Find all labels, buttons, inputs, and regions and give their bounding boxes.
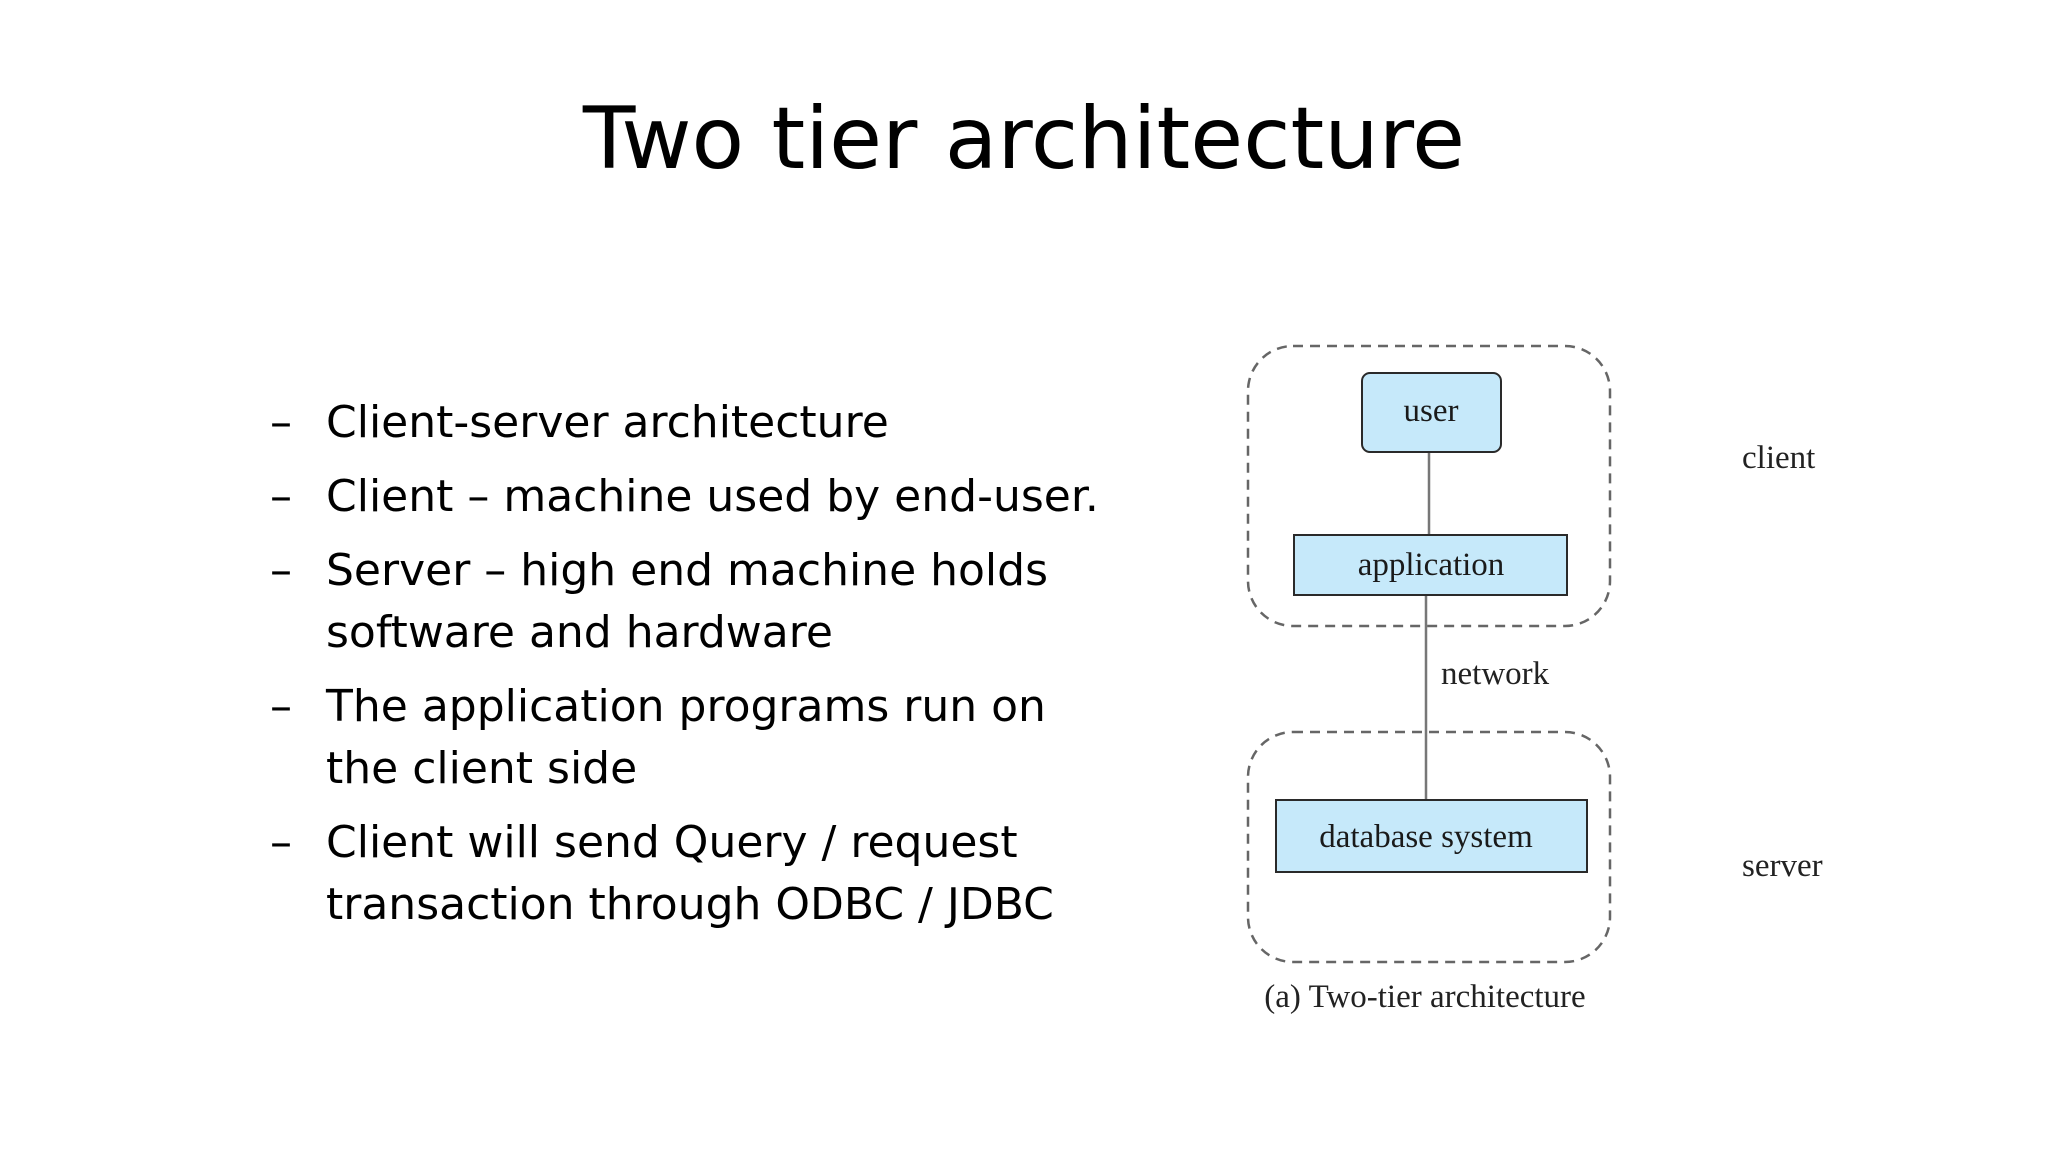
diagram-caption: (a) Two-tier architecture [1264, 979, 1585, 1015]
client-group-boundary [1246, 344, 1612, 628]
bullet-text: Client will send Query / request transac… [326, 817, 1054, 930]
bullet-item: – Client will send Query / request trans… [270, 812, 1130, 936]
user-node-label: user [1404, 393, 1459, 429]
network-label: network [1441, 656, 1550, 692]
application-node [1293, 534, 1568, 596]
bullet-text: The application programs run on the clie… [326, 681, 1046, 794]
bullet-item: – Server – high end machine holds softwa… [270, 540, 1130, 664]
bullet-dash: – [270, 545, 292, 596]
slide-title: Two tier architecture [582, 89, 1466, 189]
bullet-item: – The application programs run on the cl… [270, 676, 1130, 800]
database-system-node-label: database system [1319, 819, 1533, 855]
bullet-list: – Client-server architecture – Client – … [270, 392, 1130, 948]
application-node-label: application [1358, 547, 1505, 583]
bullet-dash: – [270, 681, 292, 732]
server-group-label: server [1742, 848, 1823, 884]
database-system-node [1275, 799, 1588, 873]
bullet-text: Client – machine used by end-user. [326, 471, 1099, 522]
bullet-text: Client-server architecture [326, 397, 889, 448]
server-group-boundary [1246, 730, 1612, 964]
bullet-item: – Client-server architecture [270, 392, 1130, 454]
bullet-dash: – [270, 817, 292, 868]
bullet-text: Server – high end machine holds software… [326, 545, 1049, 658]
bullet-item: – Client – machine used by end-user. [270, 466, 1130, 528]
user-node [1361, 372, 1502, 453]
bullet-dash: – [270, 471, 292, 522]
client-group-label: client [1742, 440, 1815, 476]
bullet-dash: – [270, 397, 292, 448]
